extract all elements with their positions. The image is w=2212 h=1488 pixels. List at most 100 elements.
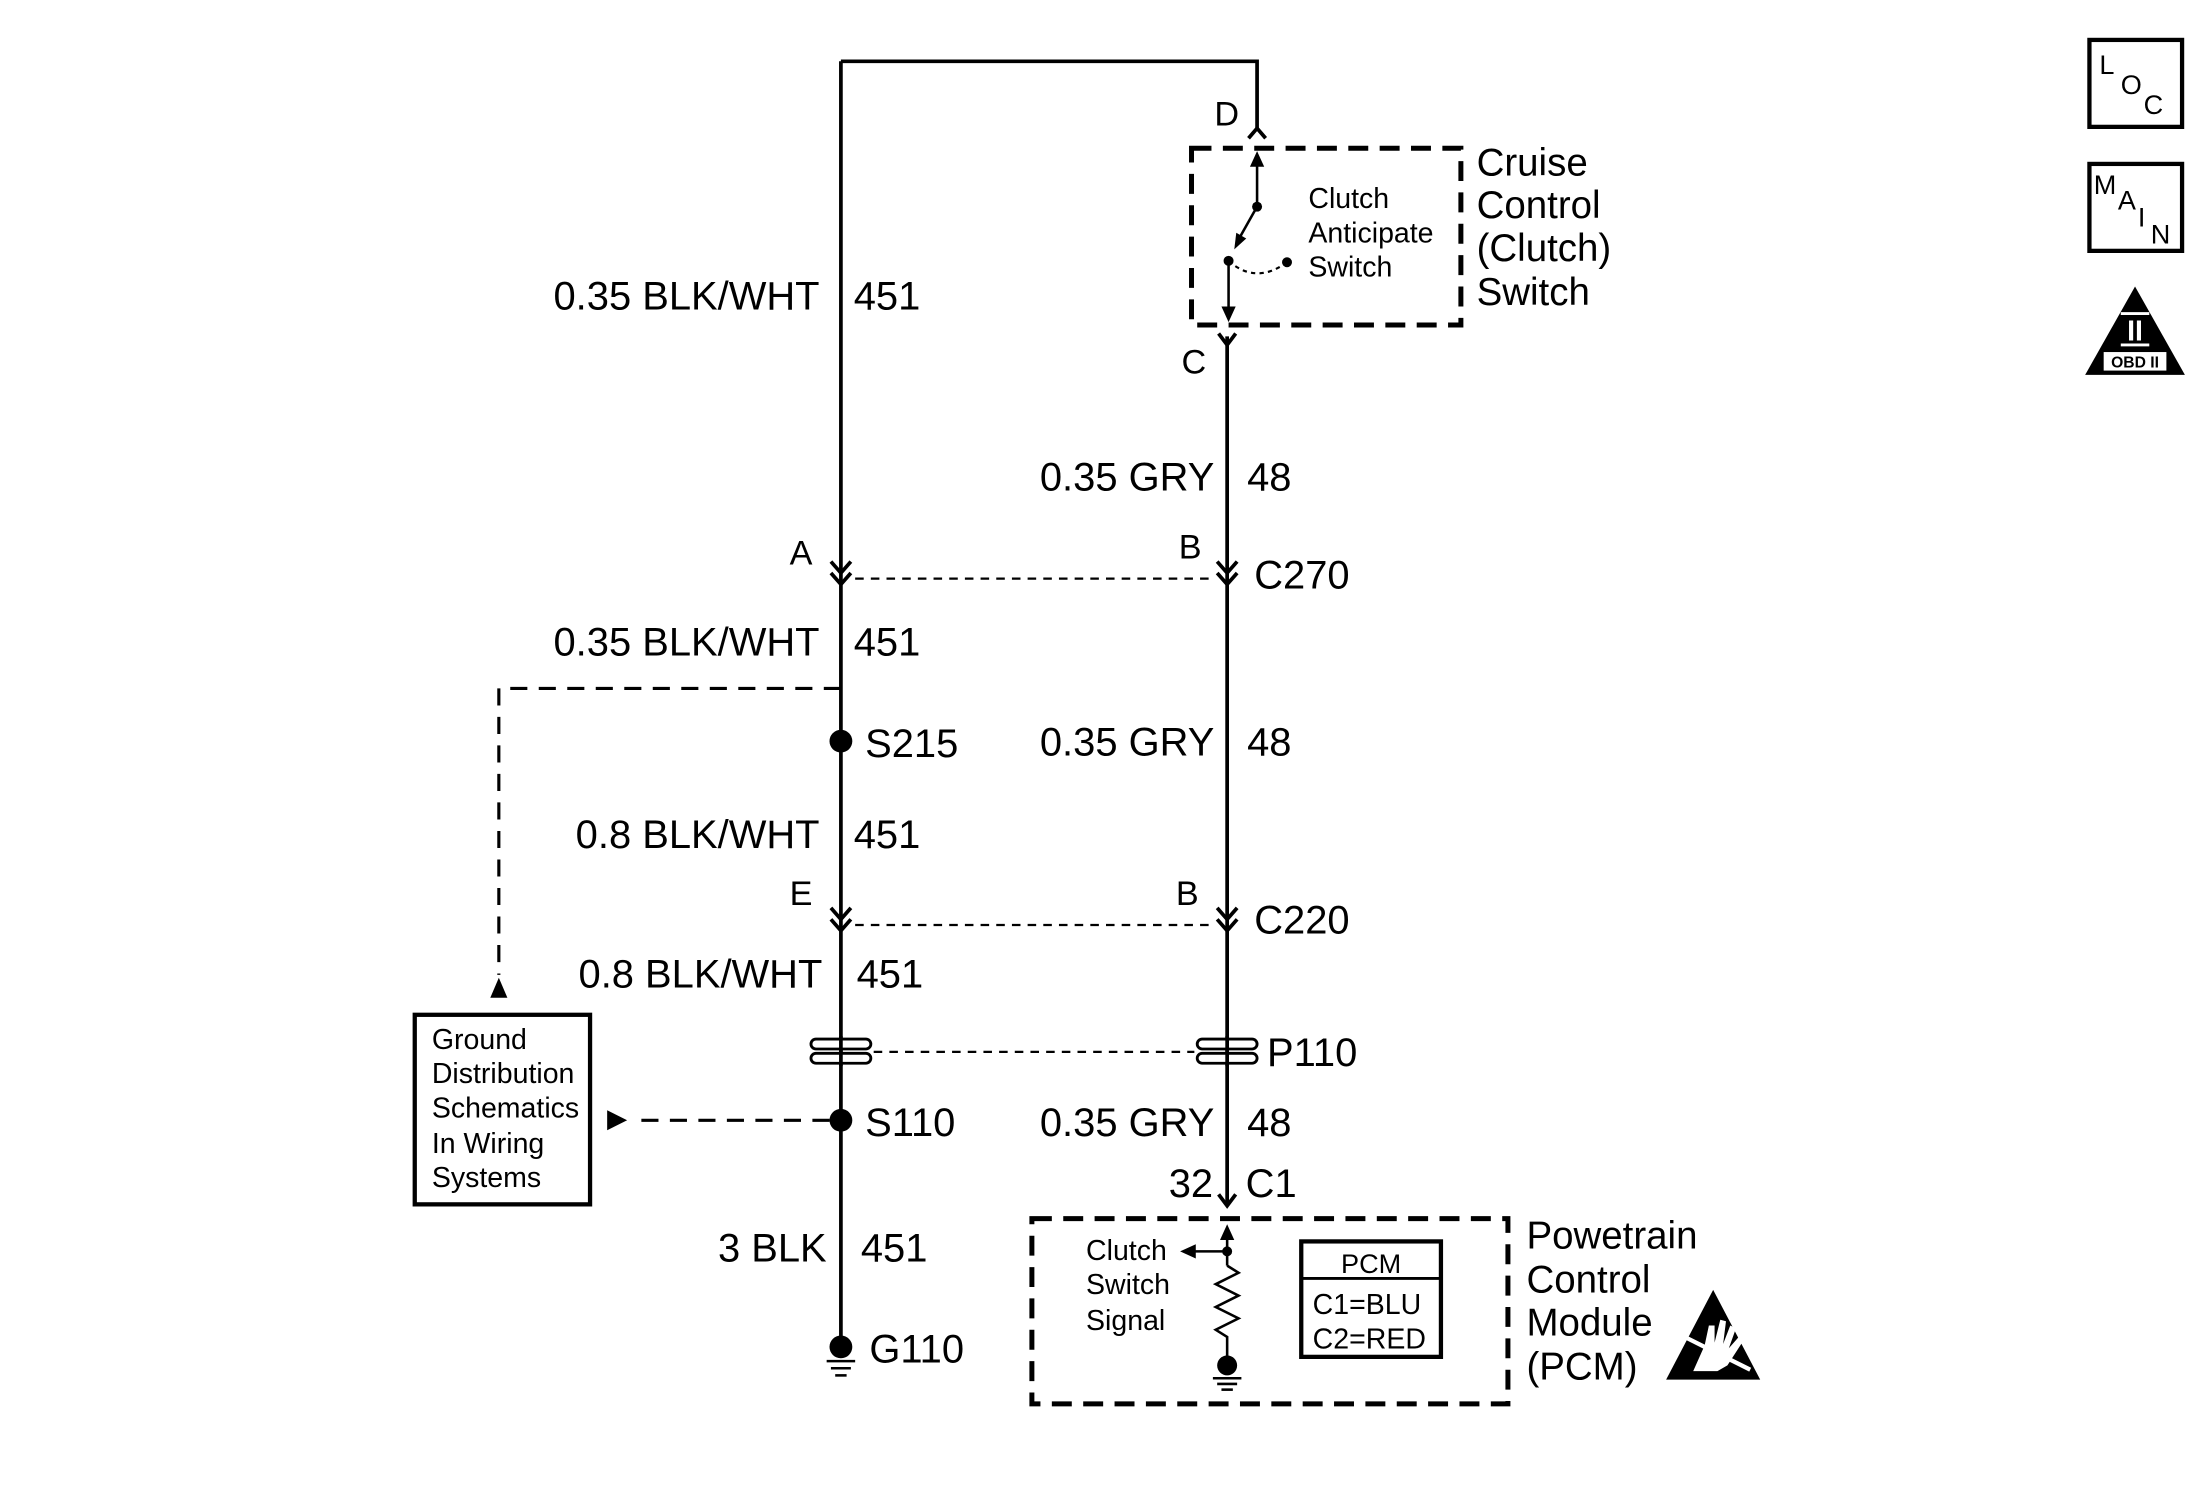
ground-g110-dot — [829, 1335, 853, 1359]
wire-label: 0.8 BLK/WHT — [576, 813, 820, 857]
circuit-number: 451 — [854, 274, 921, 318]
circuit-number: 451 — [854, 813, 921, 857]
switch-open-contact-dot — [1282, 257, 1292, 268]
switch-travel-arc — [1227, 260, 1288, 275]
wire-label: 0.35 BLK/WHT — [553, 274, 819, 318]
connector-d-terminal — [1247, 125, 1268, 140]
main-icon-frame[interactable] — [2087, 161, 2185, 253]
circuit-number: 48 — [1247, 720, 1291, 764]
connector-pin-label: 32 — [1169, 1162, 1213, 1206]
switch-blade — [1237, 206, 1259, 241]
pcm-name: Powetrain — [1526, 1215, 1697, 1258]
ground-reference-arrow-up — [490, 977, 508, 998]
switch-terminal-arrow-down — [1221, 306, 1236, 323]
esd-warning-icon — [1666, 1289, 1761, 1380]
circuit-number: 451 — [854, 621, 921, 665]
main-icon-letter: N — [2151, 219, 2171, 250]
pcm-outline — [1029, 1216, 1511, 1407]
connector-chevron — [1215, 571, 1239, 588]
splice-label: S215 — [865, 722, 958, 766]
pcm-pulldown-resistor — [1212, 1264, 1242, 1357]
obd-ii-numeral: II — [2127, 316, 2143, 348]
wire-label: 0.35 GRY — [1040, 1101, 1214, 1145]
connector-pin-label: E — [790, 875, 813, 913]
splice-s110-dot — [829, 1108, 853, 1132]
terminal-label-c: C — [1182, 343, 1207, 381]
loc-icon[interactable]: L O C — [2087, 37, 2185, 130]
esd-slash — [1680, 1333, 1752, 1372]
ground-reference-arrow-right — [607, 1110, 628, 1131]
ground-reference-text: In Wiring — [432, 1128, 544, 1160]
pcm-module: Clutch Switch Signal PCM C1=BLU C2=RED — [1029, 1216, 1511, 1407]
ground-distribution-reference[interactable]: Ground Distribution Schematics In Wiring… — [412, 1012, 593, 1207]
pcm-signal-label: Signal — [1086, 1305, 1165, 1337]
circuit-number: 451 — [857, 953, 924, 997]
connector-chevron — [1215, 918, 1239, 934]
connector-c270: A B C270 — [790, 529, 1350, 598]
ground-label: G110 — [869, 1328, 964, 1372]
ground-reference-text: Ground — [432, 1024, 527, 1056]
loc-icon-letter: O — [2121, 69, 2142, 100]
wire-label: 0.35 GRY — [1040, 720, 1214, 764]
pass-through-name: P110 — [1267, 1031, 1357, 1075]
main-icon-letter: A — [2118, 185, 2136, 216]
circuit-number: 451 — [861, 1226, 928, 1270]
splice-s215-dot — [829, 729, 853, 753]
connector-pin-label: B — [1179, 529, 1202, 567]
obd-ii-icon: II OBD II — [2085, 286, 2185, 375]
loc-icon-frame[interactable] — [2087, 37, 2185, 130]
pcm-legend-title: PCM — [1341, 1248, 1401, 1279]
ground-reference-text: Schematics — [432, 1092, 579, 1124]
wire-label: 0.8 BLK/WHT — [579, 953, 823, 997]
cruise-switch-name: (Clutch) — [1477, 227, 1612, 270]
ground-reference-frame[interactable] — [412, 1012, 593, 1207]
pcm-signal-label: Clutch — [1086, 1235, 1167, 1267]
main-icon-letter: M — [2094, 169, 2117, 200]
connector-chevron — [829, 571, 853, 588]
connector-c1-terminal — [1217, 1193, 1238, 1209]
switch-blade-arrow — [1234, 232, 1247, 250]
pcm-legend-row: C2=RED — [1313, 1323, 1426, 1355]
switch-internal-label: Switch — [1308, 252, 1392, 284]
circuit-number: 48 — [1247, 455, 1291, 499]
pcm-legend-row: C1=BLU — [1313, 1289, 1422, 1321]
connector-chevron — [1215, 906, 1239, 923]
wire-label: 0.35 GRY — [1040, 455, 1214, 499]
connector-name: C220 — [1254, 899, 1349, 943]
terminal-label-d: D — [1214, 95, 1239, 133]
pcm-connector-legend: PCM C1=BLU C2=RED — [1299, 1239, 1444, 1359]
connector-pin-label: B — [1176, 875, 1199, 913]
cruise-switch-name: Cruise — [1477, 141, 1588, 184]
connector-c220: E B C220 — [790, 875, 1350, 943]
ground-reference-text: Systems — [432, 1162, 541, 1194]
main-icon-letter: I — [2138, 202, 2146, 233]
pcm-signal-label: Switch — [1086, 1269, 1170, 1301]
pcm-name: Control — [1526, 1259, 1650, 1302]
circuit-number: 48 — [1247, 1101, 1291, 1145]
cruise-switch-name: Control — [1477, 184, 1601, 227]
pass-through-p110: P110 — [809, 1031, 1357, 1075]
cruise-switch-outline — [1189, 145, 1464, 328]
connector-name: C1 — [1246, 1162, 1297, 1206]
pcm-ground-dot — [1217, 1355, 1238, 1376]
cruise-switch-name: Switch — [1477, 271, 1590, 314]
switch-internal-label: Clutch — [1308, 183, 1389, 215]
obd-ii-caption-plate — [2103, 352, 2167, 371]
switch-terminal-arrow-up — [1249, 151, 1265, 167]
wire-451-top-run — [840, 59, 1259, 129]
connector-chevron — [1215, 560, 1239, 576]
connector-chevron — [829, 560, 853, 576]
connector-pin-label: A — [790, 534, 813, 572]
splice-label: S110 — [865, 1101, 955, 1145]
switch-internal-label: Anticipate — [1308, 217, 1433, 249]
wire-label: 3 BLK — [718, 1226, 827, 1270]
pcm-signal-arrow-left — [1180, 1244, 1196, 1259]
pcm-terminal-arrow-up — [1220, 1224, 1235, 1240]
pcm-legend-frame — [1299, 1239, 1444, 1359]
connector-name: C270 — [1254, 554, 1349, 598]
connector-chevron — [829, 918, 853, 934]
pcm-name: Module — [1526, 1301, 1652, 1344]
main-icon[interactable]: M A I N — [2087, 161, 2185, 253]
obd-ii-caption: OBD II — [2111, 355, 2159, 372]
ground-reference-text: Distribution — [432, 1058, 575, 1090]
